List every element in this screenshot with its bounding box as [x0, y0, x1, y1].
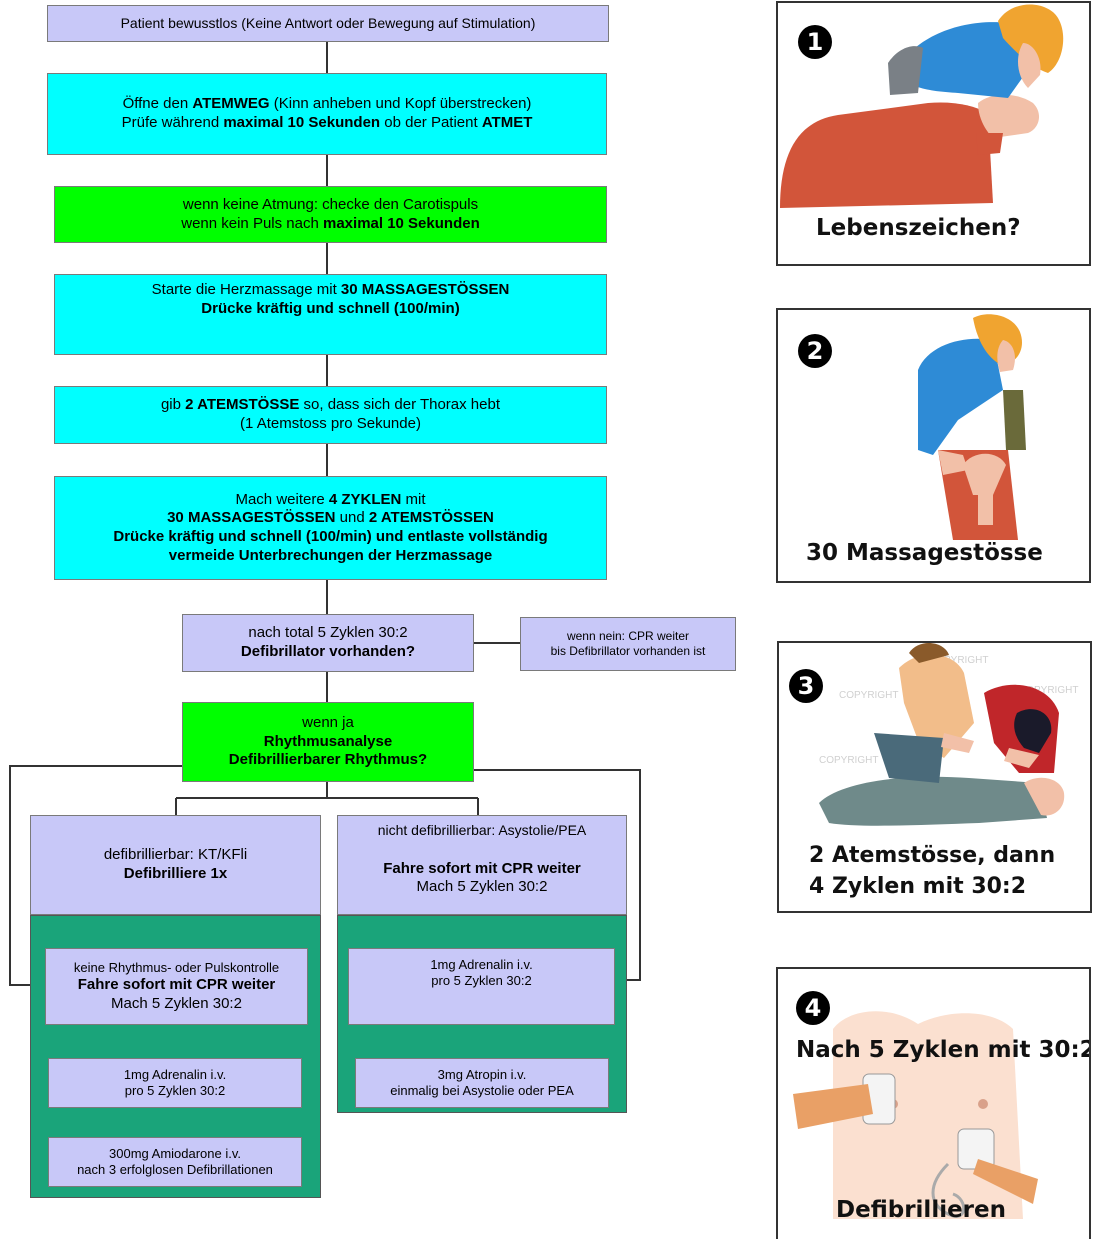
shockable-adrenaline-box: 1mg Adrenalin i.v. pro 5 Zyklen 30:2 [48, 1058, 302, 1108]
step-unconscious: Patient bewusstlos (Keine Antwort oder B… [47, 5, 609, 42]
panel-life-signs: 1 Lebenszeichen? [776, 1, 1091, 266]
step-number-4: 4 [796, 991, 830, 1025]
svg-text:COPYRIGHT: COPYRIGHT [839, 690, 898, 701]
panel-defibrillate: 4 Nach 5 Zyklen mit 30:2 Defibrillieren [776, 967, 1091, 1239]
panel-3-caption: 2 Atemstösse, dann 4 Zyklen mit 30:2 [809, 843, 1056, 899]
shockable-cpr-box: keine Rhythmus- oder Pulskontrolle Fahre… [45, 948, 308, 1025]
step-compressions: Starte die Herzmassage mit 30 MASSAGESTÖ… [54, 274, 607, 355]
step-cycles: Mach weitere 4 ZYKLEN mit 30 MASSAGESTÖS… [54, 476, 607, 580]
panel-compressions: 2 30 Massagestösse [776, 308, 1091, 583]
rescuer-chest-compressions-illustration [918, 314, 1026, 540]
shockable-amiodarone-box: 300mg Amiodarone i.v. nach 3 erfolglosen… [48, 1137, 302, 1187]
step-number-2: 2 [798, 334, 832, 368]
nonshockable-atropine-box: 3mg Atropin i.v. einmalig bei Asystolie … [355, 1058, 609, 1108]
svg-text:COPYRIGHT: COPYRIGHT [929, 655, 988, 666]
nonshockable-adrenaline-box: 1mg Adrenalin i.v. pro 5 Zyklen 30:2 [348, 948, 615, 1025]
svg-text:COPYRIGHT: COPYRIGHT [819, 755, 878, 766]
step-rhythm-analysis: wenn ja Rhythmusanalyse Defibrillierbare… [182, 702, 474, 782]
step-number-1: 1 [798, 25, 832, 59]
step-number-3: 3 [789, 669, 823, 703]
nonshockable-header: nicht defibrillierbar: Asystolie/PEA Fah… [337, 815, 627, 915]
rescuer-checking-breathing-illustration [780, 4, 1064, 208]
panel-1-caption: Lebenszeichen? [816, 215, 1021, 241]
step-defibrillator-available: nach total 5 Zyklen 30:2 Defibrillator v… [182, 614, 474, 672]
panel-4-caption-top: Nach 5 Zyklen mit 30:2 [796, 1037, 1091, 1063]
step-no-defibrillator: wenn nein: CPR weiter bis Defibrillator … [520, 617, 736, 671]
step-carotid-pulse: wenn keine Atmung: checke den Carotispul… [54, 186, 607, 243]
shockable-header: defibrillierbar: KT/KFli Defibrilliere 1… [30, 815, 321, 915]
defibrillator-paddles-illustration [793, 1011, 1038, 1219]
two-rescuer-cpr-illustration: COPYRIGHT COPYRIGHT COPYRIGHT COPYRIGHT [819, 643, 1078, 826]
panel-4-caption: Defibrillieren [836, 1197, 1006, 1223]
panel-breaths-cycles: COPYRIGHT COPYRIGHT COPYRIGHT COPYRIGHT … [777, 641, 1092, 913]
panel-2-caption: 30 Massagestösse [806, 540, 1043, 566]
step-breaths: gib 2 ATEMSTÖSSE so, dass sich der Thora… [54, 386, 607, 444]
svg-text:COPYRIGHT: COPYRIGHT [1019, 685, 1078, 696]
step-airway: Öffne den ATEMWEG (Kinn anheben und Kopf… [47, 73, 607, 155]
